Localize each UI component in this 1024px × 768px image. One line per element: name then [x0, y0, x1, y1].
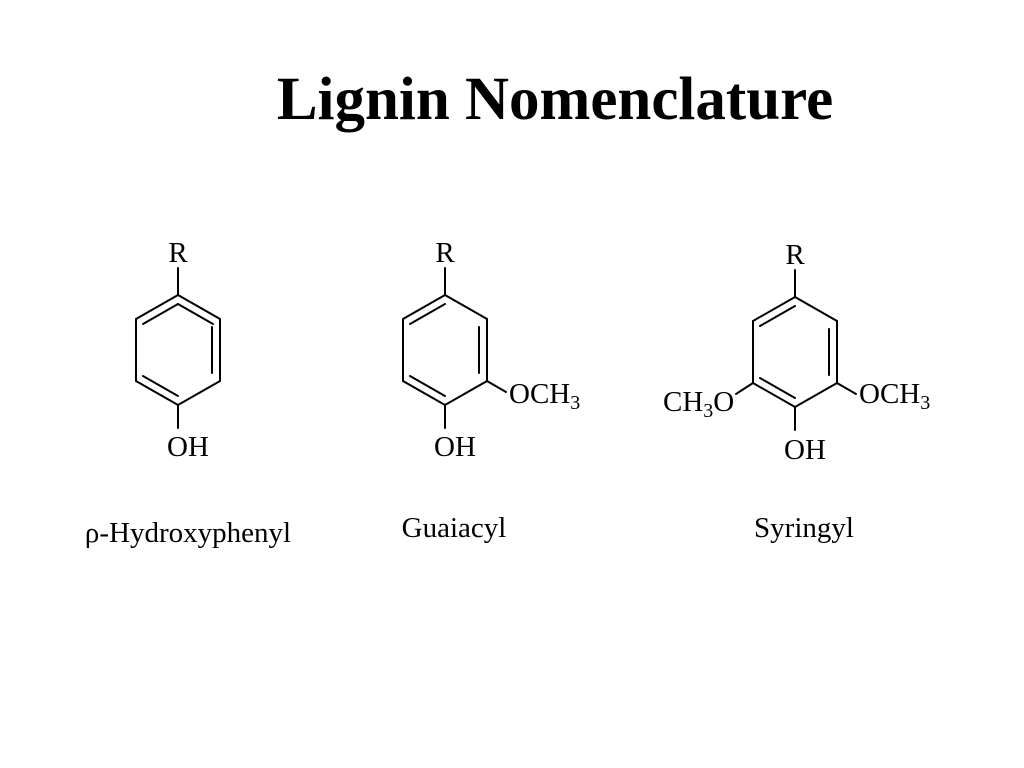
inner-double-bond — [177, 303, 214, 325]
inner-double-bond — [142, 375, 179, 397]
substituent-r: R — [435, 237, 455, 269]
inner-double-bond — [759, 377, 796, 399]
bond-to-methoxy — [486, 380, 507, 393]
benzene-ring-guaiacyl — [402, 293, 488, 407]
benzene-ring-syringyl — [752, 295, 838, 409]
substituent-methoxy-right: OCH3 — [859, 378, 930, 414]
substituent-r: R — [168, 237, 188, 269]
ring-outline — [135, 293, 221, 407]
ring-outline — [752, 295, 838, 409]
substituent-oh: OH — [784, 434, 826, 466]
substituent-oh: OH — [167, 431, 209, 463]
inner-double-bond — [759, 305, 796, 327]
structure-name-hydroxyphenyl: ρ-Hydroxyphenyl — [85, 517, 291, 549]
inner-double-bond — [409, 303, 446, 325]
bond-to-methoxy-right — [836, 382, 857, 395]
substituent-methoxy: OCH3 — [509, 378, 580, 414]
page-title: Lignin Nomenclature — [276, 66, 834, 133]
structure-name-guaiacyl: Guaiacyl — [402, 512, 507, 544]
inner-double-bond — [409, 375, 446, 397]
substituent-oh: OH — [434, 431, 476, 463]
substituent-methoxy-left: CH3O — [663, 386, 734, 422]
bond-to-methoxy-left — [735, 382, 754, 395]
ring-outline — [402, 293, 488, 407]
structure-name-syringyl: Syringyl — [754, 512, 854, 544]
structure-syringyl: R OH OCH3 CH3O Syringyl — [663, 239, 930, 544]
substituent-r: R — [785, 239, 805, 271]
benzene-ring-hydroxyphenyl — [135, 293, 221, 407]
structure-guaiacyl: R OH OCH3 Guaiacyl — [402, 237, 581, 544]
structure-hydroxyphenyl: R OH ρ-Hydroxyphenyl — [85, 237, 291, 549]
inner-double-bond — [142, 303, 179, 325]
